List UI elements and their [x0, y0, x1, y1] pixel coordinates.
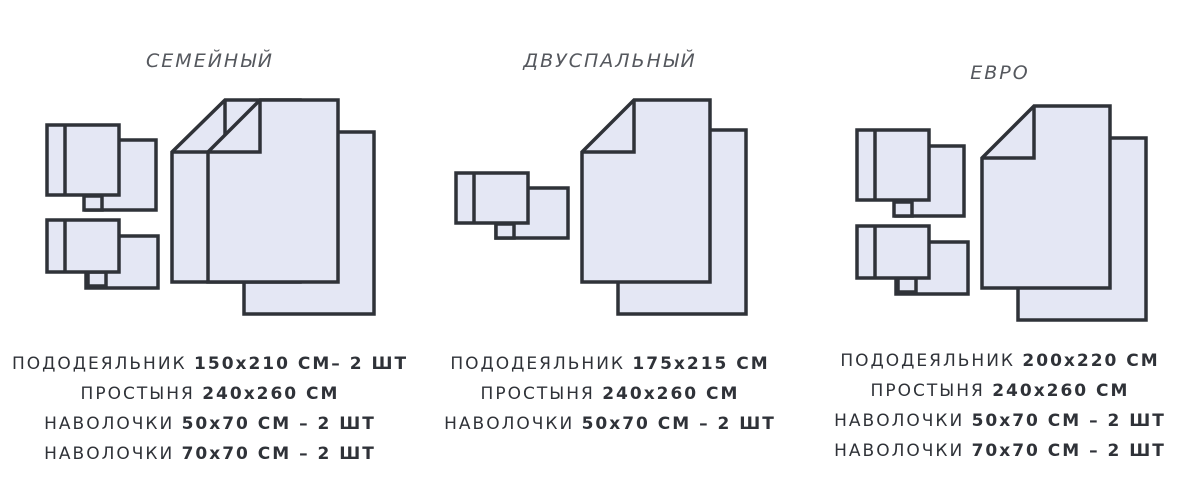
pillow-pair-icon: [45, 218, 160, 290]
spec-line: ПОДОДЕЯЛЬНИК 150х210 СМ– 2 ШТ: [11, 354, 409, 374]
spec-line: НАВОЛОЧКИ 70х70 СМ – 2 ШТ: [44, 444, 376, 464]
set-title: ДВУСПАЛЬНЫЙ: [523, 50, 697, 72]
spec-line: НАВОЛОЧКИ 50х70 СМ – 2 ШТ: [444, 414, 776, 434]
spec-line: НАВОЛОЧКИ 50х70 СМ – 2 ШТ: [44, 414, 376, 434]
duvet-cover-icon: [980, 104, 1112, 290]
specs-list: ПОДОДЕЯЛЬНИК 200х220 СМ ПРОСТЫНЯ 240х260…: [800, 346, 1200, 466]
set-semeyny: СЕМЕЙНЫЙ ПОДОДЕЯЛЬНИК 150х210 СМ– 2 ШТ П…: [0, 0, 420, 500]
specs-list: ПОДОДЕЯЛЬНИК 150х210 СМ– 2 ШТ ПРОСТЫНЯ 2…: [0, 349, 420, 469]
set-title: СЕМЕЙНЫЙ: [146, 50, 274, 72]
pillow-pair-icon: [454, 171, 570, 240]
spec-line: ПОДОДЕЯЛЬНИК 175х215 СМ: [450, 354, 770, 374]
spec-line: ПОДОДЕЯЛЬНИК 200х220 СМ: [840, 351, 1160, 371]
spec-line: НАВОЛОЧКИ 50х70 СМ – 2 ШТ: [834, 411, 1166, 431]
bedding-illustration: [454, 98, 748, 316]
spec-line: ПРОСТЫНЯ 240х260 СМ: [870, 381, 1130, 401]
set-evro: ЕВРО ПОДОДЕЯЛЬНИК 200х220 СМ ПРОСТЫНЯ 24…: [800, 0, 1200, 500]
pillow-pair-icon: [45, 123, 158, 212]
set-dvuspalny: ДВУСПАЛЬНЫЙ ПОДОДЕЯЛЬНИК 175х215 СМ ПРОС…: [420, 0, 800, 500]
duvet-cover-icon: [580, 98, 712, 284]
pillow-pair-icon: [855, 128, 966, 218]
specs-list: ПОДОДЕЯЛЬНИК 175х215 СМ ПРОСТЫНЯ 240х260…: [420, 349, 800, 439]
pillow-pair-icon: [855, 224, 970, 296]
duvet-cover-icon: [206, 98, 340, 284]
set-title: ЕВРО: [970, 62, 1030, 84]
bedding-illustration: [45, 98, 376, 316]
bedding-illustration: [855, 104, 1148, 322]
spec-line: ПРОСТЫНЯ 240х260 СМ: [80, 384, 340, 404]
spec-line: ПРОСТЫНЯ 240х260 СМ: [480, 384, 740, 404]
spec-line: НАВОЛОЧКИ 70х70 СМ – 2 ШТ: [834, 441, 1166, 461]
